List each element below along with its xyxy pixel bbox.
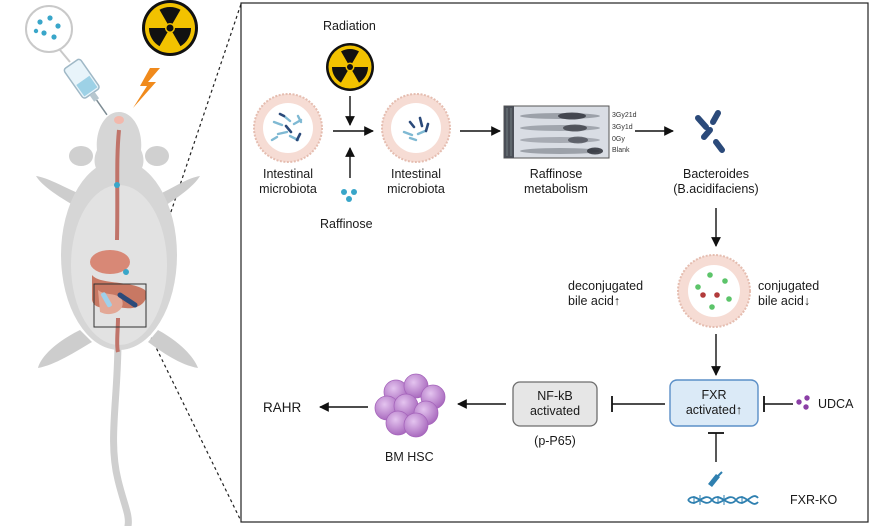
udca-dots bbox=[796, 395, 810, 410]
bacteroides-label: Bacteroides (B.acidifaciens) bbox=[660, 167, 772, 197]
raffinose-metabolism-line2: metabolism bbox=[524, 182, 588, 196]
microbiota-1-line2: microbiota bbox=[259, 182, 317, 196]
bacteroides-line1: Bacteroides bbox=[682, 167, 749, 181]
syringe-icon bbox=[25, 5, 108, 116]
deconjugated-label: deconjugated bile acid↑ bbox=[568, 279, 643, 309]
mouse-icon bbox=[36, 112, 200, 530]
petri-dish-icon bbox=[253, 93, 323, 163]
gel-lane-3: 0Gy bbox=[612, 136, 625, 143]
fxr-line1: FXR bbox=[701, 388, 727, 402]
main-panel bbox=[240, 2, 869, 523]
gel-icon bbox=[503, 105, 610, 159]
petri-dish-icon-2 bbox=[381, 93, 451, 163]
raffinose-dots bbox=[341, 189, 357, 202]
radiation-icon-panel bbox=[326, 43, 374, 91]
microbiota-1-line1: Intestinal bbox=[262, 167, 314, 181]
gel-lane-4: Blank bbox=[612, 147, 630, 154]
conjugated-label: conjugated bile acid↓ bbox=[758, 279, 819, 309]
bacteroides-line2: (B.acidifaciens) bbox=[673, 182, 759, 196]
dna-icon bbox=[687, 471, 759, 505]
lightning-icon bbox=[133, 68, 160, 108]
bm-hsc-label: BM HSC bbox=[385, 450, 434, 464]
raffinose-metabolism-label: Raffinose metabolism bbox=[510, 167, 602, 197]
nfkb-box bbox=[512, 381, 598, 427]
microbiota-label-1: Intestinal microbiota bbox=[252, 167, 324, 197]
microbiota-label-2: Intestinal microbiota bbox=[380, 167, 452, 197]
microbiota-2-line2: microbiota bbox=[387, 182, 445, 196]
p65-label: (p-P65) bbox=[534, 434, 576, 448]
conjugated-line2: bile acid↓ bbox=[758, 294, 811, 308]
conjugated-line1: conjugated bbox=[758, 279, 820, 293]
raffinose-label: Raffinose bbox=[320, 217, 373, 231]
gel-lane-1: 3Gy21d bbox=[612, 112, 637, 119]
radiation-icon bbox=[142, 0, 198, 56]
microbiota-2-line1: Intestinal bbox=[390, 167, 442, 181]
udca-label: UDCA bbox=[818, 397, 854, 411]
fxr-line2: activated↑ bbox=[685, 403, 743, 417]
zoom-line-bottom bbox=[145, 326, 242, 522]
deconjugated-line2: bile acid↑ bbox=[568, 294, 621, 308]
fxr-box-label: FXR activated↑ bbox=[670, 388, 758, 418]
rahr-label: RAHR bbox=[263, 400, 302, 415]
deconjugated-line1: deconjugated bbox=[568, 279, 644, 293]
nfkb-line1: NF-kB bbox=[537, 389, 573, 403]
bacteria-icon bbox=[695, 110, 725, 153]
fxr-ko-label: FXR-KO bbox=[790, 493, 838, 507]
petri-dish-icon-3 bbox=[677, 254, 751, 328]
fxr-box bbox=[669, 379, 759, 427]
raffinose-metabolism-line1: Raffinose bbox=[529, 167, 583, 181]
nfkb-line2: activated bbox=[529, 404, 581, 418]
nfkb-box-label: NF-kB activated bbox=[513, 389, 597, 419]
gel-lane-2: 3Gy1d bbox=[612, 124, 633, 131]
cell-cluster-icon bbox=[374, 373, 446, 438]
radiation-label: Radiation bbox=[323, 19, 376, 33]
